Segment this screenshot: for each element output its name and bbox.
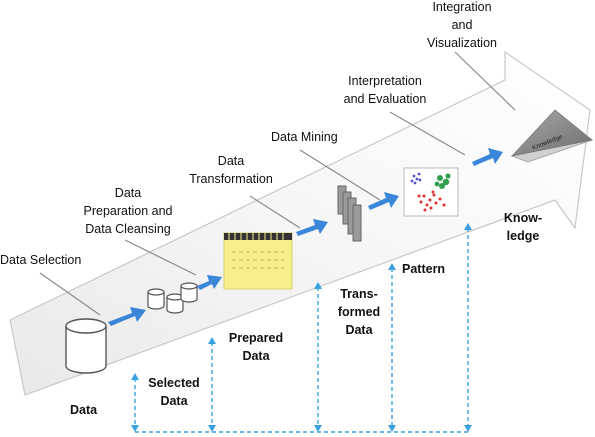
- pattern-cluster-plot-icon: [403, 167, 459, 217]
- output-label-transformed-line-3: Data: [345, 323, 373, 337]
- prepared-data-note-icon: [223, 232, 293, 290]
- output-label-data: Data: [70, 403, 98, 417]
- stage-label-integration-line-1: Integration: [432, 0, 492, 14]
- stage-label-interpretation-line-2: and Evaluation: [343, 92, 427, 106]
- process-step-arrows: [108, 148, 503, 326]
- stage-label-transformation-line-2: Transformation: [189, 172, 273, 186]
- step-arrow-2: [197, 275, 222, 290]
- stage-label-preparation-line-3: Data Cleansing: [85, 222, 171, 236]
- leader-line-selection: [39, 272, 101, 316]
- leader-line-interpretation: [389, 111, 466, 156]
- connector-arrowheads: [131, 223, 472, 432]
- stage-label-interpretation-line-1: Interpretation: [348, 74, 422, 88]
- leader-line-mining: [299, 149, 381, 201]
- stage-label-preparation-line-1: Data: [114, 186, 142, 200]
- stage-label-transformation: Data Transformation: [186, 152, 276, 188]
- output-label-pattern: Pattern: [402, 262, 446, 276]
- step-arrow-4: [368, 192, 399, 210]
- transformed-data-columns-icon: [337, 185, 362, 242]
- output-label-prepared-line-1: Prepared: [228, 331, 284, 345]
- output-label-knowledge-line-2: ledge: [506, 229, 540, 243]
- stage-label-transformation-line-1: Data: [217, 154, 245, 168]
- stage-label-data-selection: Data Selection: [0, 253, 82, 267]
- output-label-knowledge: Know- ledge: [494, 209, 552, 245]
- step-arrow-1: [108, 307, 146, 326]
- output-label-prepared-data: Prepared Data: [224, 329, 288, 365]
- output-label-transformed-data: Trans- formed Data: [330, 285, 388, 339]
- step-arrow-3: [296, 219, 328, 236]
- leader-line-preparation: [124, 239, 197, 276]
- output-label-selected-line-1: Selected: [148, 376, 200, 390]
- output-label-knowledge-line-1: Know-: [503, 211, 543, 225]
- leader-line-transformation: [249, 195, 301, 229]
- output-label-transformed-line-2: formed: [337, 305, 381, 319]
- stage-label-preparation-line-2: Preparation and: [83, 204, 173, 218]
- stage-label-interpretation: Interpretation and Evaluation: [336, 72, 434, 108]
- stage-label-preparation: Data Preparation and Data Cleansing: [76, 184, 180, 238]
- stage-label-integration-line-2: and: [451, 18, 473, 32]
- output-label-transformed-line-1: Trans-: [340, 287, 378, 301]
- output-label-selected-line-2: Data: [160, 394, 188, 408]
- output-label-prepared-line-2: Data: [242, 349, 270, 363]
- leader-line-integration: [454, 51, 516, 111]
- leader-lines: [39, 51, 516, 316]
- step-arrow-5: [472, 148, 503, 166]
- output-connectors: [134, 228, 469, 433]
- selected-data-cylinders-icon: [147, 282, 198, 314]
- stage-label-integration-line-3: Visualization: [427, 36, 497, 50]
- output-label-selected-data: Selected Data: [142, 374, 206, 410]
- stage-label-integration: Integration and Visualization: [414, 0, 510, 52]
- database-cylinder-icon: [65, 318, 107, 374]
- stage-label-data-mining: Data Mining: [271, 130, 338, 144]
- knowledge-pyramid-icon: [510, 109, 593, 163]
